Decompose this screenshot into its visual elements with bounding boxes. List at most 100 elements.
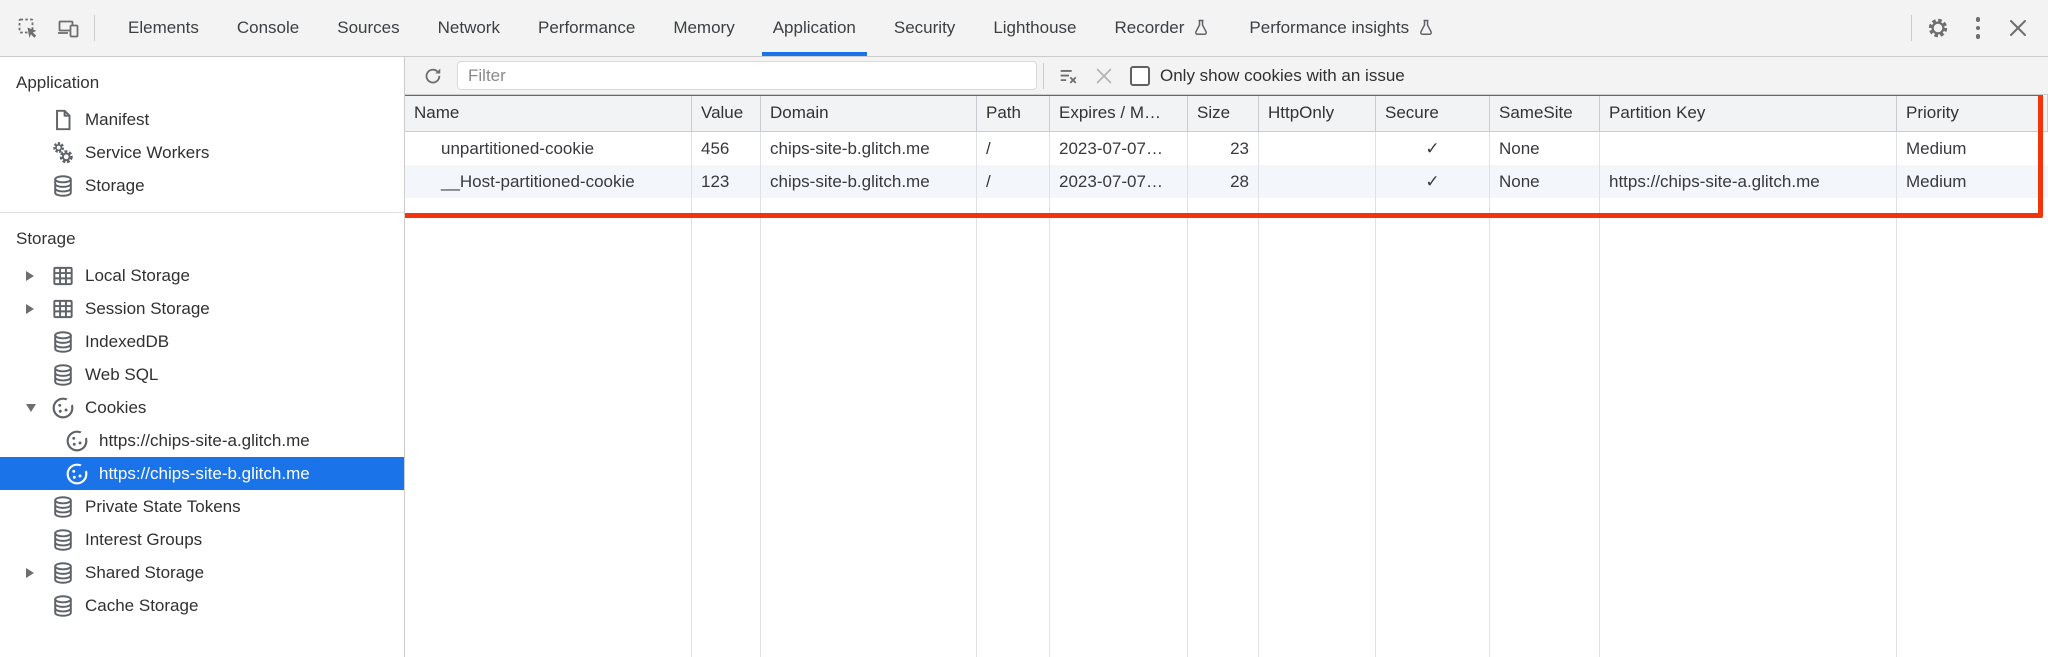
cookies-toolbar: Only show cookies with an issue (405, 57, 2048, 95)
tab-security[interactable]: Security (893, 18, 956, 37)
cookie-partition-key[interactable] (1600, 132, 1897, 165)
sidebar-item-indexeddb[interactable]: IndexedDB (0, 325, 404, 358)
tab-lighthouse[interactable]: Lighthouse (993, 18, 1077, 37)
column-header-size[interactable]: Size (1188, 95, 1259, 132)
cookie-priority[interactable]: Medium (1897, 165, 2048, 198)
experiment-flask-icon (1416, 18, 1436, 38)
column-header-path[interactable]: Path (977, 95, 1050, 132)
cookie-name[interactable]: __Host-partitioned-cookie (405, 165, 692, 198)
settings-gear-icon[interactable] (1920, 10, 1956, 46)
table-row[interactable]: unpartitioned-cookie 456 chips-site-b.gl… (405, 132, 2048, 165)
chevron-right-icon[interactable] (26, 567, 50, 578)
sidebar-item-cache-storage[interactable]: Cache Storage (0, 589, 404, 622)
table-icon (50, 263, 76, 289)
sidebar-item-shared-storage[interactable]: Shared Storage (0, 556, 404, 589)
only-issue-checkbox[interactable] (1130, 65, 1150, 86)
device-toolbar-icon[interactable] (50, 10, 86, 46)
column-header-secure[interactable]: Secure (1376, 95, 1490, 132)
sidebar-item-interest-groups[interactable]: Interest Groups (0, 523, 404, 556)
column-header-domain[interactable]: Domain (761, 95, 977, 132)
chevron-right-icon[interactable] (26, 270, 50, 281)
inspect-element-icon[interactable] (10, 10, 46, 46)
panel-tabs: Elements Console Sources Network Perform… (109, 0, 1905, 56)
sidebar-item-local-storage[interactable]: Local Storage (0, 259, 404, 292)
cookie-httponly[interactable] (1259, 165, 1376, 198)
refresh-icon[interactable] (417, 60, 449, 92)
divider (1043, 62, 1044, 89)
sidebar-item-manifest[interactable]: Manifest (0, 103, 404, 136)
database-icon (50, 362, 76, 388)
cookie-partition-key[interactable]: https://chips-site-a.glitch.me (1600, 165, 1897, 198)
tab-network[interactable]: Network (437, 18, 500, 37)
delete-selected-icon[interactable] (1088, 60, 1120, 92)
cookie-name[interactable]: unpartitioned-cookie (405, 132, 692, 165)
sidebar-item-service-workers[interactable]: Service Workers (0, 136, 404, 169)
sidebar-item-storage[interactable]: Storage (0, 169, 404, 202)
column-header-value[interactable]: Value (692, 95, 761, 132)
application-panel-sidebar: Application Manifest Service Workers Sto… (0, 57, 405, 657)
tab-performance[interactable]: Performance (537, 18, 636, 37)
tab-console[interactable]: Console (236, 18, 300, 37)
cookie-domain[interactable]: chips-site-b.glitch.me (761, 165, 977, 198)
column-header-partition-key[interactable]: Partition Key (1600, 95, 1897, 132)
sidebar-item-cookies-chips-site-b[interactable]: https://chips-site-b.glitch.me (0, 457, 404, 490)
experiment-flask-icon (1191, 18, 1211, 38)
column-header-priority[interactable]: Priority (1897, 95, 2048, 132)
more-options-kebab-icon[interactable] (1960, 10, 1996, 46)
divider (94, 15, 95, 41)
column-header-name[interactable]: Name (405, 95, 692, 132)
close-devtools-icon[interactable] (2000, 10, 2036, 46)
cookie-secure-check[interactable]: ✓ (1376, 132, 1490, 165)
chevron-right-icon[interactable] (26, 303, 50, 314)
tab-application[interactable]: Application (754, 0, 875, 56)
section-title-application: Application (16, 73, 100, 92)
divider (1911, 15, 1912, 41)
cookie-value[interactable]: 456 (692, 132, 761, 165)
cookie-samesite[interactable]: None (1490, 165, 1600, 198)
table-row[interactable]: __Host-partitioned-cookie 123 chips-site… (405, 165, 2048, 198)
sidebar-item-private-state-tokens[interactable]: Private State Tokens (0, 490, 404, 523)
cookie-path[interactable]: / (977, 165, 1050, 198)
table-empty-area (405, 198, 2048, 657)
tab-elements[interactable]: Elements (128, 18, 199, 37)
cookie-icon (50, 395, 76, 421)
tab-memory[interactable]: Memory (673, 18, 735, 37)
sidebar-item-cookies[interactable]: Cookies (0, 391, 404, 424)
tab-sources[interactable]: Sources (337, 18, 400, 37)
clear-filter-icon[interactable] (1052, 60, 1084, 92)
cookie-size[interactable]: 23 (1188, 132, 1259, 165)
cookies-table: Name Value Domain Path Expires / M… Size… (405, 95, 2048, 657)
table-header-row: Name Value Domain Path Expires / M… Size… (405, 95, 2048, 132)
sidebar-item-cookies-chips-site-a[interactable]: https://chips-site-a.glitch.me (0, 424, 404, 457)
cookie-path[interactable]: / (977, 132, 1050, 165)
devtools-topbar: Elements Console Sources Network Perform… (0, 0, 2048, 57)
cookie-value[interactable]: 123 (692, 165, 761, 198)
database-icon (50, 560, 76, 586)
database-icon (50, 494, 76, 520)
section-title-storage: Storage (16, 229, 76, 248)
sidebar-item-session-storage[interactable]: Session Storage (0, 292, 404, 325)
cookie-httponly[interactable] (1259, 132, 1376, 165)
cookie-size[interactable]: 28 (1188, 165, 1259, 198)
column-header-samesite[interactable]: SameSite (1490, 95, 1600, 132)
cookie-domain[interactable]: chips-site-b.glitch.me (761, 132, 977, 165)
database-icon (50, 329, 76, 355)
only-issue-checkbox-label[interactable]: Only show cookies with an issue (1160, 65, 1405, 85)
column-header-httponly[interactable]: HttpOnly (1259, 95, 1376, 132)
divider (0, 212, 404, 213)
cookie-icon (64, 461, 90, 487)
cookie-secure-check[interactable]: ✓ (1376, 165, 1490, 198)
cookie-expires[interactable]: 2023-07-07… (1050, 165, 1188, 198)
cookie-icon (64, 428, 90, 454)
sidebar-item-web-sql[interactable]: Web SQL (0, 358, 404, 391)
tab-recorder[interactable]: Recorder (1096, 0, 1231, 56)
cookie-expires[interactable]: 2023-07-07… (1050, 132, 1188, 165)
database-icon (50, 173, 76, 199)
tab-performance-insights[interactable]: Performance insights (1230, 0, 1455, 56)
cookies-panel: Only show cookies with an issue Name Val… (405, 57, 2048, 657)
chevron-down-icon[interactable] (26, 403, 50, 412)
cookie-priority[interactable]: Medium (1906, 139, 1967, 158)
column-header-expires[interactable]: Expires / M… (1050, 95, 1188, 132)
cookie-samesite[interactable]: None (1490, 132, 1600, 165)
filter-input[interactable] (457, 61, 1037, 90)
